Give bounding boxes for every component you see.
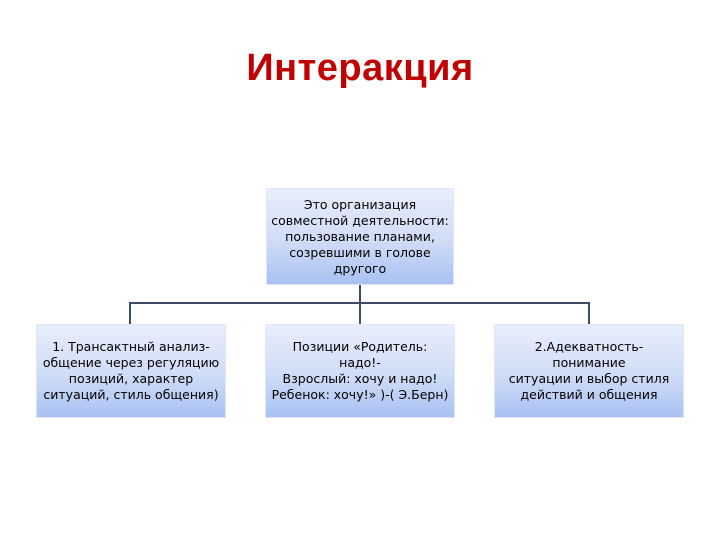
child-node-text: 2.Адекватность-понимание ситуации и выбо… <box>508 339 670 402</box>
child-node-transactional-analysis: 1. Трансактный анализ- общение через рег… <box>36 324 226 418</box>
connector-horizontal <box>129 302 590 304</box>
child-node-text: Позиции «Родитель: надо!- Взрослый: хочу… <box>271 339 449 402</box>
root-node-box: Это организация совместной деятельности:… <box>266 188 454 285</box>
connector-left-vertical <box>129 302 131 324</box>
connector-root-vertical <box>359 285 361 324</box>
root-node-text: Это организация совместной деятельности:… <box>271 196 449 276</box>
child-node-berne-positions: Позиции «Родитель: надо!- Взрослый: хочу… <box>265 324 455 418</box>
child-node-adequacy: 2.Адекватность-понимание ситуации и выбо… <box>494 324 684 418</box>
child-node-text: 1. Трансактный анализ- общение через рег… <box>42 339 220 402</box>
slide-title: Интеракция <box>246 47 474 89</box>
connector-right-vertical <box>588 302 590 324</box>
